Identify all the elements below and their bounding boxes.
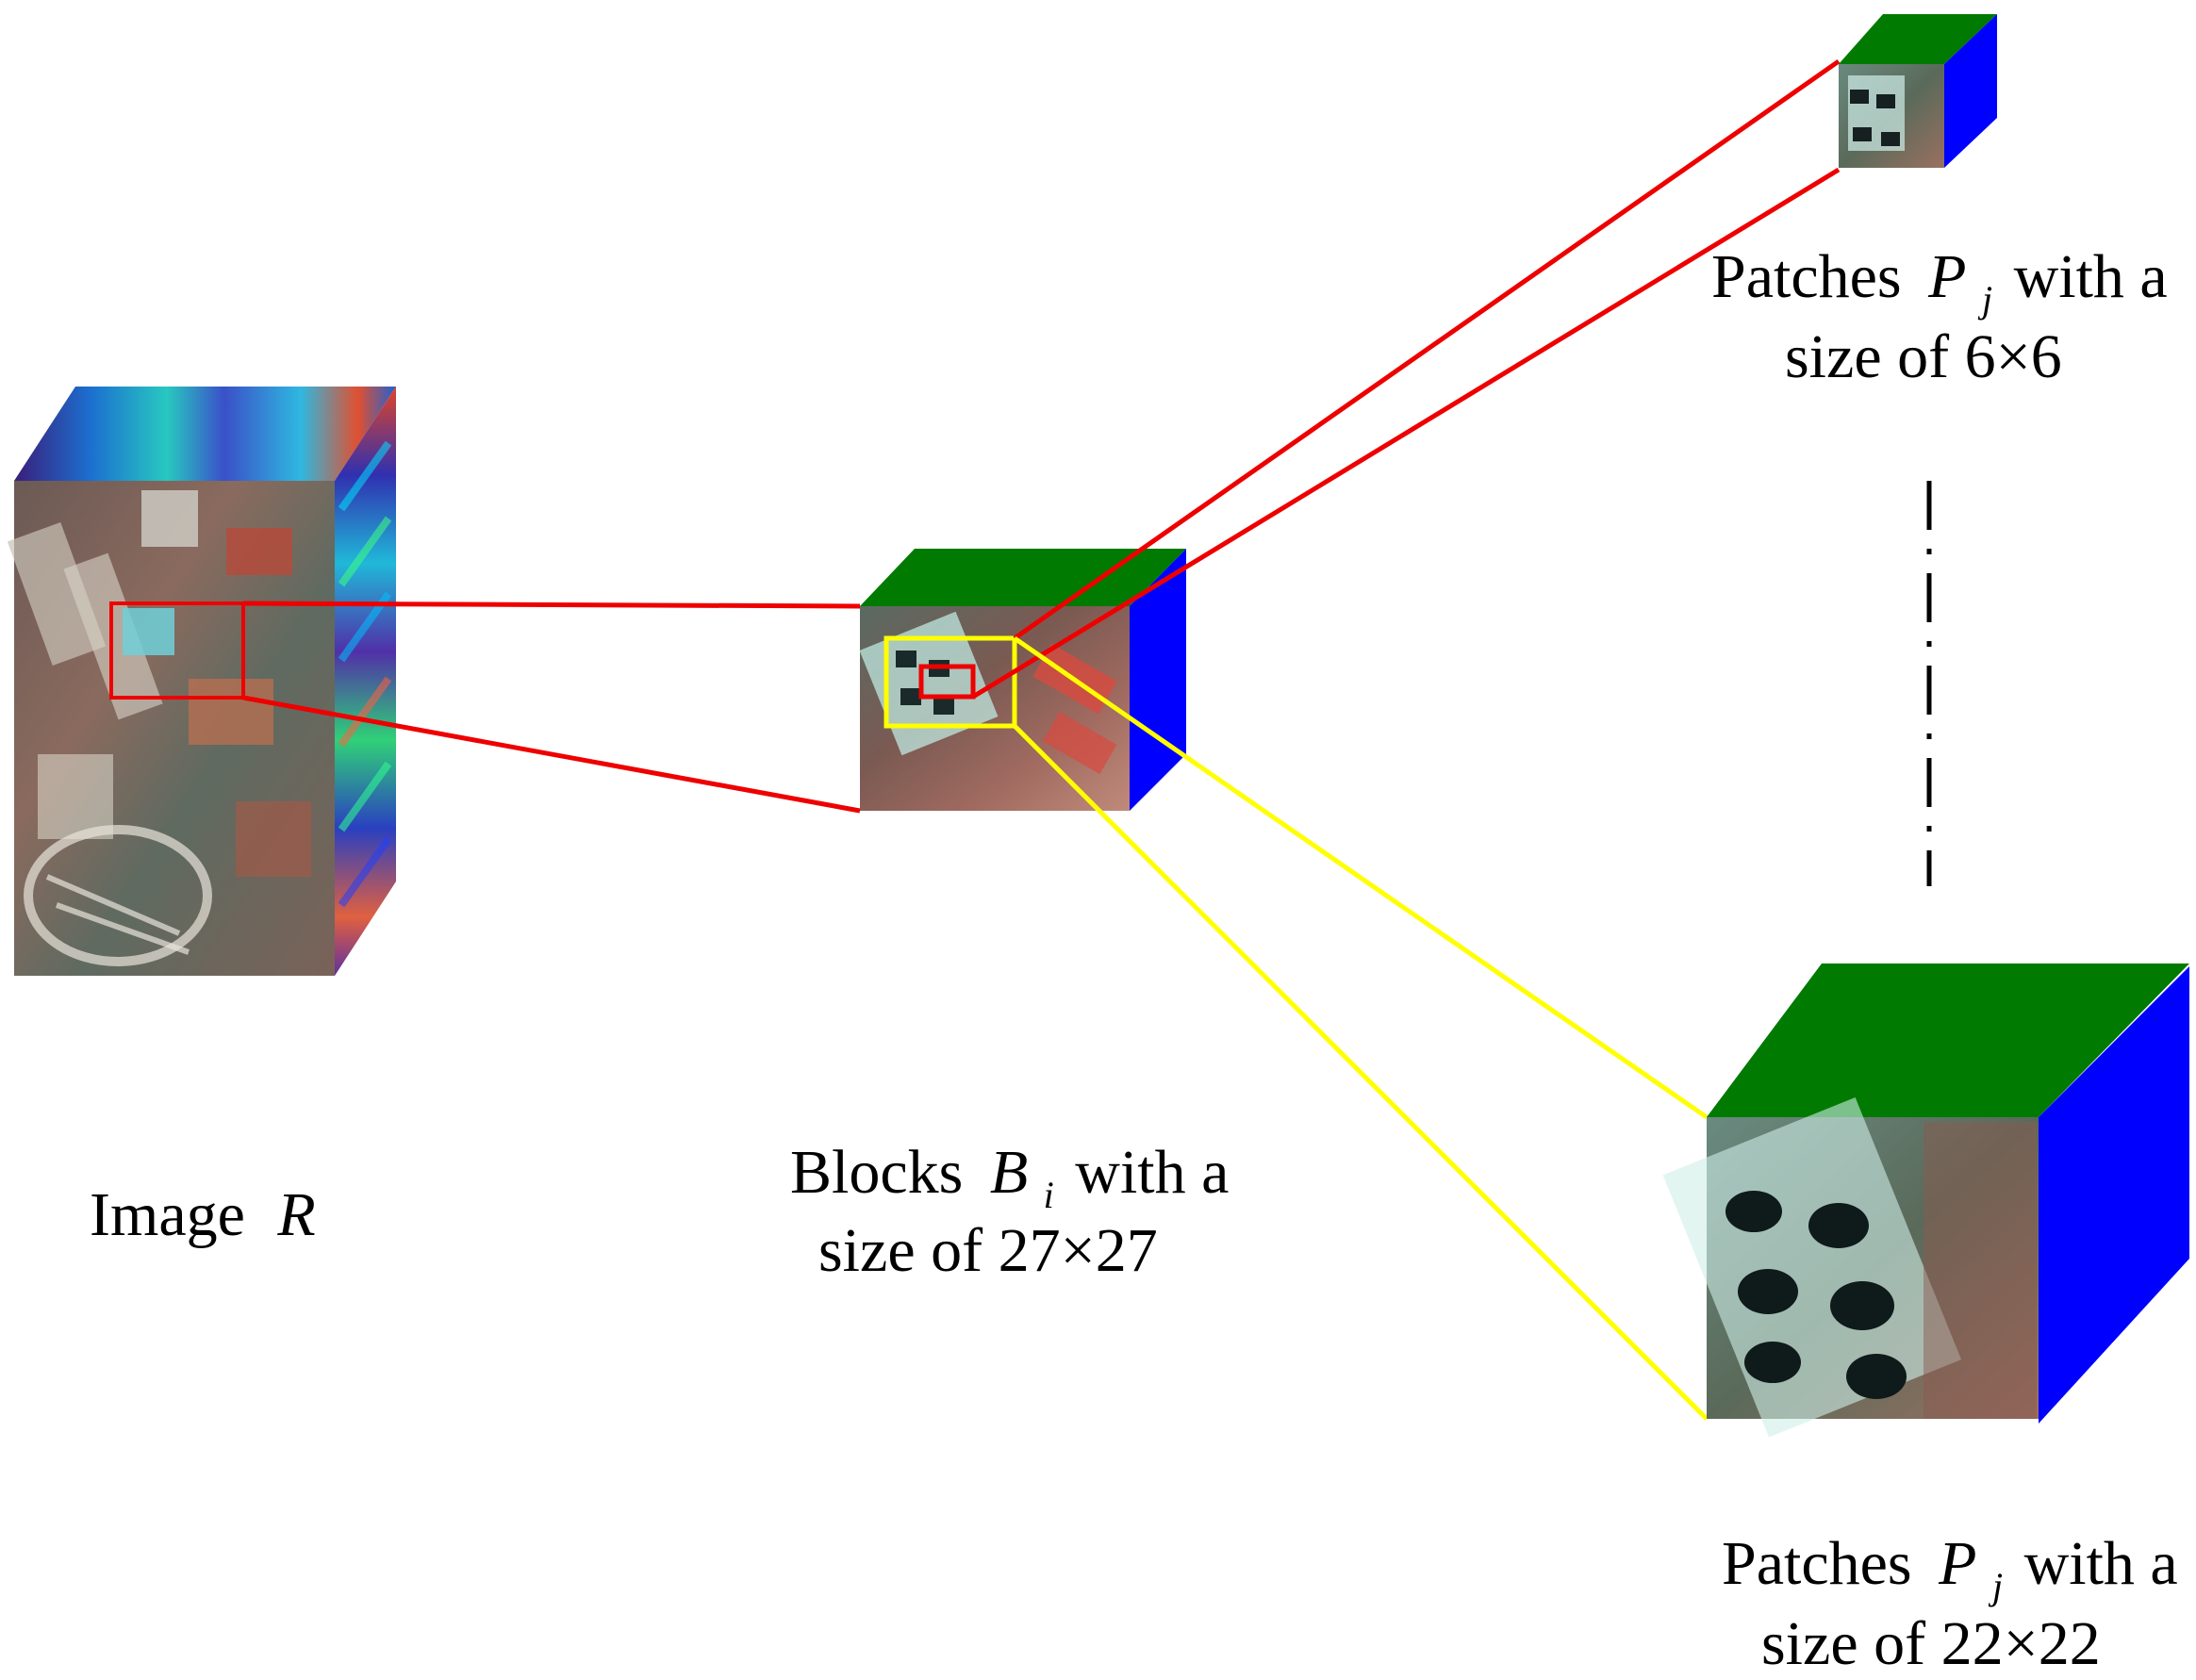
- patch-cube-icon: [1839, 14, 1997, 168]
- patch-large-top: [1707, 964, 2189, 1117]
- block-yellow-selection: [883, 635, 1017, 729]
- red-connectors-block-to-patch-small: [971, 58, 1841, 700]
- patch-large-label-line1: Patches P j with a: [1722, 1529, 2178, 1613]
- patch-small-details: [1848, 75, 1905, 151]
- blocks-label-line2: size of 27×27: [818, 1216, 1158, 1285]
- blocks-label-line1: Blocks B i with a: [790, 1138, 1229, 1222]
- aerial-scene-details: [7, 490, 311, 966]
- image-cube-top: [14, 387, 396, 481]
- block-cube-top: [860, 549, 1186, 606]
- patch-small-label-line2: size of 6×6: [1785, 322, 2062, 391]
- image-label: Image R: [90, 1180, 316, 1249]
- patch-small-label-line1: Patches P j with a: [1711, 242, 2168, 326]
- patch-cube-large-icon: [1662, 964, 2189, 1438]
- block-cube-icon: [859, 549, 1186, 811]
- patch-large-label-line2: size of 22×22: [1761, 1609, 2101, 1678]
- hyperspectral-cube-icon: [7, 387, 396, 976]
- patch-large-side: [2039, 966, 2189, 1424]
- yellow-connectors-block-to-patch-large: [1013, 635, 1709, 1421]
- patch-small-side: [1944, 14, 1997, 168]
- patch-large-details: [1662, 1096, 2037, 1438]
- spectral-band-stripes: [338, 440, 392, 908]
- red-connectors-image-to-block: [242, 601, 861, 814]
